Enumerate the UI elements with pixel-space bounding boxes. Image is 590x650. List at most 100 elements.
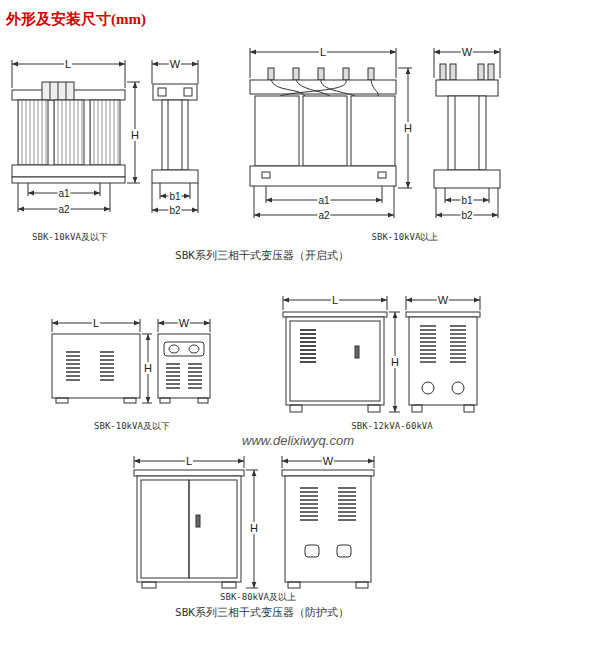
louver-slits <box>66 326 466 520</box>
open-transformer-side-small <box>158 88 166 96</box>
louver-slits <box>300 329 316 331</box>
louver-slits <box>300 341 316 343</box>
louver-slits <box>420 357 436 359</box>
louver-slits <box>450 341 466 343</box>
enclosed-transformer-large <box>305 545 319 557</box>
open-transformer-front-large <box>398 68 412 69</box>
dimension-label: H <box>130 129 140 141</box>
louver-slits <box>300 491 318 493</box>
figure-caption: SBK-10kVA及以下 <box>31 233 109 243</box>
louver-slits <box>450 361 466 363</box>
dimension-label: b1 <box>168 191 181 202</box>
enclosed-transformer-medium <box>355 346 359 358</box>
enclosed-transformer-large <box>142 582 156 588</box>
louver-slits <box>420 333 436 335</box>
louver-slits <box>300 333 316 335</box>
dimension-label: L <box>331 294 339 306</box>
open-transformer-side-large <box>478 64 484 80</box>
louver-slits <box>420 325 436 327</box>
enclosed-transformer-small <box>210 319 211 332</box>
dimension-label: L <box>185 455 193 467</box>
open-transformer-front-small <box>90 100 120 165</box>
enclosed-transformer-large <box>196 515 200 527</box>
dimension-label: H <box>390 356 400 368</box>
louver-slits <box>166 387 180 389</box>
open-transformer-front-small <box>42 82 74 100</box>
louver-slits <box>300 345 316 347</box>
louver-slits <box>188 371 202 373</box>
open-transformer-front-large <box>398 188 412 189</box>
louver-slits <box>420 349 436 351</box>
open-transformer-front-large <box>343 68 349 80</box>
open-transformer-front-small <box>100 183 101 196</box>
louver-slits <box>338 507 356 509</box>
enclosed-transformer-large <box>374 456 375 468</box>
louver-slits <box>450 357 466 359</box>
enclosed-transformer-medium <box>368 405 380 412</box>
enclosed-transformer-small <box>52 319 53 332</box>
louver-slits <box>300 345 316 347</box>
enclosed-transformer-small <box>169 345 179 353</box>
figure-caption: SBK系列三相干式变压器（开启式） <box>174 250 350 262</box>
enclosed-transformer-medium <box>480 296 481 310</box>
open-transformer-side-small <box>152 170 198 183</box>
dimension-label: L <box>319 46 327 58</box>
open-transformer-front-large <box>318 68 324 80</box>
louver-slits <box>188 383 202 385</box>
open-transformer-front-large <box>394 186 395 218</box>
louver-slits <box>300 361 316 363</box>
louver-slits <box>166 375 180 377</box>
open-transformer-side-small <box>152 183 153 213</box>
open-transformer-front-large <box>262 172 270 178</box>
enclosed-transformer-large <box>137 476 241 582</box>
watermark: www.delixiwyq.com <box>241 434 355 448</box>
dimension-label: a2 <box>317 210 330 221</box>
enclosed-transformer-medium <box>406 312 480 317</box>
louver-slits <box>66 359 80 361</box>
open-transformer-front-small <box>28 183 29 196</box>
open-transformer-side-small <box>160 183 161 199</box>
open-transformer-side-large <box>488 64 494 80</box>
open-transformer-side-small <box>190 183 191 199</box>
louver-slits <box>450 337 466 339</box>
enclosed-transformer-large <box>337 545 351 557</box>
open-transformer-front-small <box>12 60 140 212</box>
open-transformer-front-small <box>18 100 48 165</box>
louver-slits <box>338 503 356 505</box>
open-transformer-front-small <box>127 82 140 83</box>
enclosed-transformer-medium <box>409 317 477 405</box>
enclosed-transformer-medium <box>283 296 480 412</box>
enclosed-transformer-large <box>134 456 374 588</box>
figure-caption: SBK-12kVA-60kVA <box>350 422 433 432</box>
louver-slits <box>450 349 466 351</box>
enclosed-transformer-large <box>282 456 283 468</box>
louver-slits <box>100 375 114 377</box>
open-transformer-front-large <box>255 96 299 166</box>
open-transformer-front-large <box>368 68 374 80</box>
open-transformer-front-small <box>66 82 67 100</box>
open-transformer-side-small <box>184 88 192 96</box>
open-transformer-front-large <box>378 172 386 178</box>
louver-slits <box>300 349 316 351</box>
dimension-label: b1 <box>460 195 473 206</box>
enclosed-transformer-small <box>160 398 170 403</box>
louver-slits <box>100 355 114 357</box>
enclosed-transformer-large <box>356 582 368 588</box>
louver-slits <box>66 375 80 377</box>
dimension-label: W <box>437 294 449 306</box>
louver-slits <box>300 329 316 331</box>
louver-slits <box>338 515 356 517</box>
louver-slits <box>300 487 318 489</box>
louver-slits <box>450 333 466 335</box>
enclosed-transformer-medium <box>412 405 422 412</box>
enclosed-transformer-small <box>164 342 204 356</box>
enclosed-transformer-small <box>142 334 152 335</box>
open-transformer-side-small <box>162 100 188 170</box>
enclosed-transformer-medium <box>464 405 474 412</box>
enclosed-transformer-medium <box>290 321 380 401</box>
open-transformer-front-large <box>351 96 395 166</box>
louver-slits <box>450 325 466 327</box>
louver-slits <box>420 345 436 347</box>
figure-caption: SBK-10kVA以上 <box>371 233 440 243</box>
